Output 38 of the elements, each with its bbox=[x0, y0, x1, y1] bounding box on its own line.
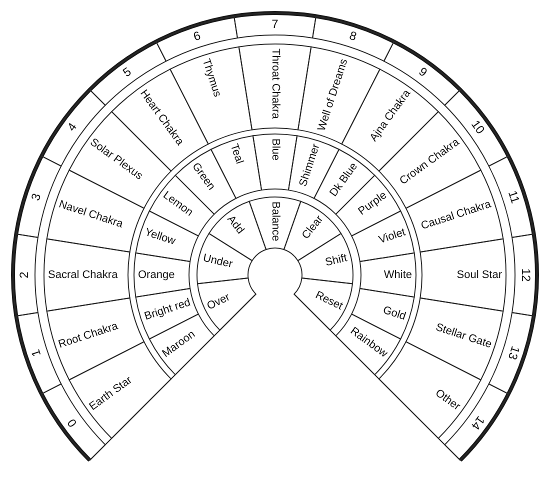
ring-label: Navel Chakra bbox=[57, 198, 124, 232]
ring-label: Yellow bbox=[142, 226, 177, 249]
ring-label: Orange bbox=[138, 268, 175, 282]
ring-label: Stellar Gate bbox=[434, 321, 493, 352]
ring-number: 5 bbox=[120, 64, 134, 80]
ring-label: Teal bbox=[226, 142, 246, 166]
ring-number: 12 bbox=[519, 268, 533, 282]
ring-number: 11 bbox=[505, 189, 522, 206]
ring-label: Sacral Chakra bbox=[48, 268, 118, 282]
ring-label: Thymus bbox=[198, 57, 224, 98]
ring-number: 4 bbox=[64, 120, 80, 134]
ring-label: Throat Chakra bbox=[268, 48, 282, 118]
ring-number: 1 bbox=[28, 347, 44, 358]
ring-number: 9 bbox=[416, 64, 430, 80]
ring-label: Bright red bbox=[142, 296, 192, 324]
ring-label: Add bbox=[224, 213, 246, 236]
ring-number: 13 bbox=[504, 344, 522, 362]
ring-number: 3 bbox=[28, 192, 44, 203]
ring-label: Over bbox=[206, 290, 233, 313]
ring-label: Shift bbox=[324, 252, 349, 270]
ring-label: Causal Chakra bbox=[420, 198, 493, 234]
ring-label: Under bbox=[201, 252, 234, 272]
ring-label: White bbox=[384, 268, 412, 282]
ring-number: 10 bbox=[468, 118, 488, 137]
ring-number: 8 bbox=[347, 28, 358, 44]
ring-label: Violet bbox=[377, 226, 408, 248]
ring-number: 6 bbox=[192, 28, 203, 44]
ring-label: Gold bbox=[381, 304, 408, 324]
ring-label: Blue bbox=[268, 138, 282, 160]
ring-label: Soul Star bbox=[456, 268, 502, 282]
ring-number: 2 bbox=[17, 272, 31, 278]
ring-label: Well of Dreams bbox=[316, 57, 352, 132]
ring-label: Balance bbox=[268, 201, 282, 241]
ring-number: 14 bbox=[468, 413, 488, 432]
ring-number: 7 bbox=[272, 17, 278, 31]
ring-label: Reset bbox=[312, 288, 344, 313]
ring-label: Root Chakra bbox=[57, 320, 120, 352]
ring-number: 0 bbox=[64, 416, 80, 430]
